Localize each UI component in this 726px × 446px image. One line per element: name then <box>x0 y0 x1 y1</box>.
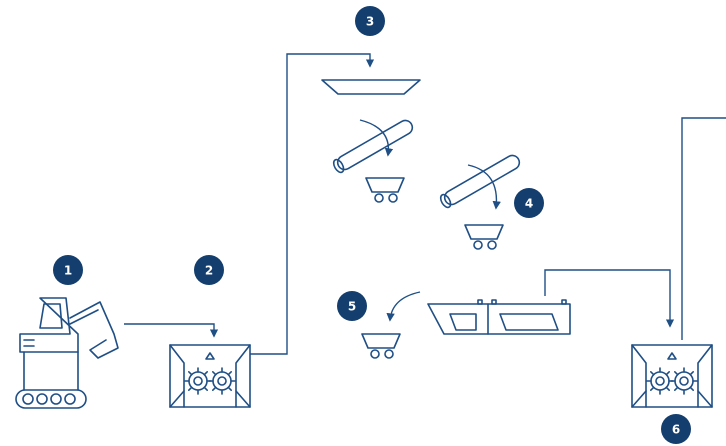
flow-arrow-2-to-3 <box>250 53 375 355</box>
separator-tank-icon <box>427 299 571 335</box>
flow-line-6-exit <box>681 117 726 340</box>
conveyor-tube-icon-a <box>330 117 416 175</box>
svg-text:1: 1 <box>64 264 72 278</box>
crusher-icon-2 <box>632 345 712 407</box>
curved-arrow-5 <box>386 291 421 322</box>
svg-text:5: 5 <box>348 300 356 314</box>
svg-text:3: 3 <box>366 15 374 29</box>
flow-lines <box>124 53 726 355</box>
step-badge-1: 1 <box>53 255 83 285</box>
step-badge-4: 4 <box>514 188 544 218</box>
crusher-icon <box>170 345 250 407</box>
excavator-icon <box>15 297 119 409</box>
curved-arrow-3 <box>359 119 394 157</box>
conveyor-cart-icon <box>437 152 523 250</box>
step-badge-5: 5 <box>337 291 367 321</box>
flow-arrow-1-to-2 <box>124 323 219 338</box>
svg-text:4: 4 <box>525 197 533 211</box>
cart-icon-b <box>361 333 401 359</box>
hopper-icon <box>321 79 421 95</box>
step-badge-6: 6 <box>661 414 691 444</box>
step-badge-3: 3 <box>355 6 385 36</box>
flow-arrow-5-to-6 <box>544 269 675 328</box>
cart-icon-a <box>365 177 405 203</box>
svg-text:2: 2 <box>205 264 213 278</box>
step-badge-2: 2 <box>194 255 224 285</box>
svg-text:6: 6 <box>672 423 680 437</box>
